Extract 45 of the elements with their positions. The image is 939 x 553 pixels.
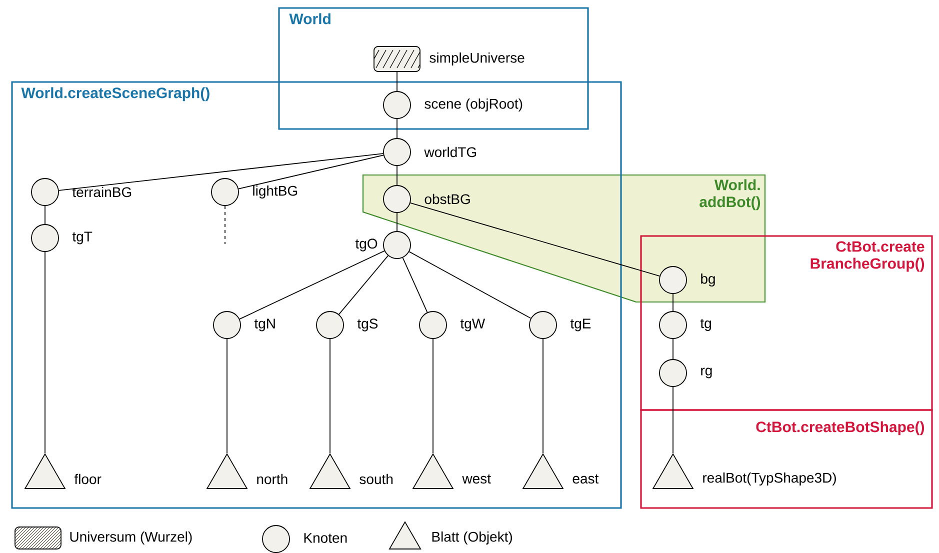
legend-label: Knoten: [304, 533, 347, 543]
connector-line: [672, 386, 674, 454]
connector-line: [239, 250, 385, 320]
node-label: east: [572, 474, 599, 484]
node-label: obstBG: [424, 194, 470, 204]
node-label: floor: [74, 474, 102, 484]
connector-line: [396, 72, 398, 92]
connector-line: [396, 166, 398, 186]
connector-line: [44, 206, 46, 224]
node-label: bg: [701, 273, 715, 287]
connector-line: [672, 294, 674, 312]
node-label: tgE: [570, 318, 591, 332]
connector-line: [396, 212, 398, 232]
node-label: tgO: [355, 238, 378, 252]
connector-line: [224, 206, 226, 244]
node-label: lightBG: [253, 185, 298, 199]
node-label: worldTG: [424, 146, 476, 158]
connector-line: [402, 257, 428, 313]
connector-line: [672, 338, 674, 360]
node-label: tgT: [72, 232, 92, 244]
node-label: rg: [701, 368, 712, 378]
node-label: tgN: [254, 318, 275, 332]
connector-line: [542, 338, 544, 454]
node-label: south: [360, 474, 393, 484]
legend-label: Universum (Wurzel): [70, 531, 192, 545]
connector-line: [410, 202, 660, 277]
node-label: west: [462, 474, 491, 484]
connector-line: [408, 251, 532, 319]
connector-line: [58, 153, 384, 191]
node-label: tgS: [357, 318, 378, 332]
node-label: scene (objRoot): [424, 98, 522, 112]
node-label: realBot(TypShape3D): [703, 472, 836, 486]
connector-line: [238, 154, 384, 190]
node-label: terrainBG: [72, 186, 132, 198]
connector-line: [396, 118, 398, 138]
node-label: tgW: [460, 318, 486, 332]
connector-line: [226, 338, 228, 454]
group-title: World. addBot(): [700, 179, 760, 210]
node-label: north: [257, 474, 288, 484]
node-label: simpleUniverse: [430, 52, 524, 66]
connector-line: [432, 338, 434, 454]
connector-line: [338, 255, 388, 315]
connector-line: [44, 252, 46, 454]
node-label: tg: [700, 319, 711, 331]
legend-label: Blatt (Objekt): [432, 531, 512, 545]
